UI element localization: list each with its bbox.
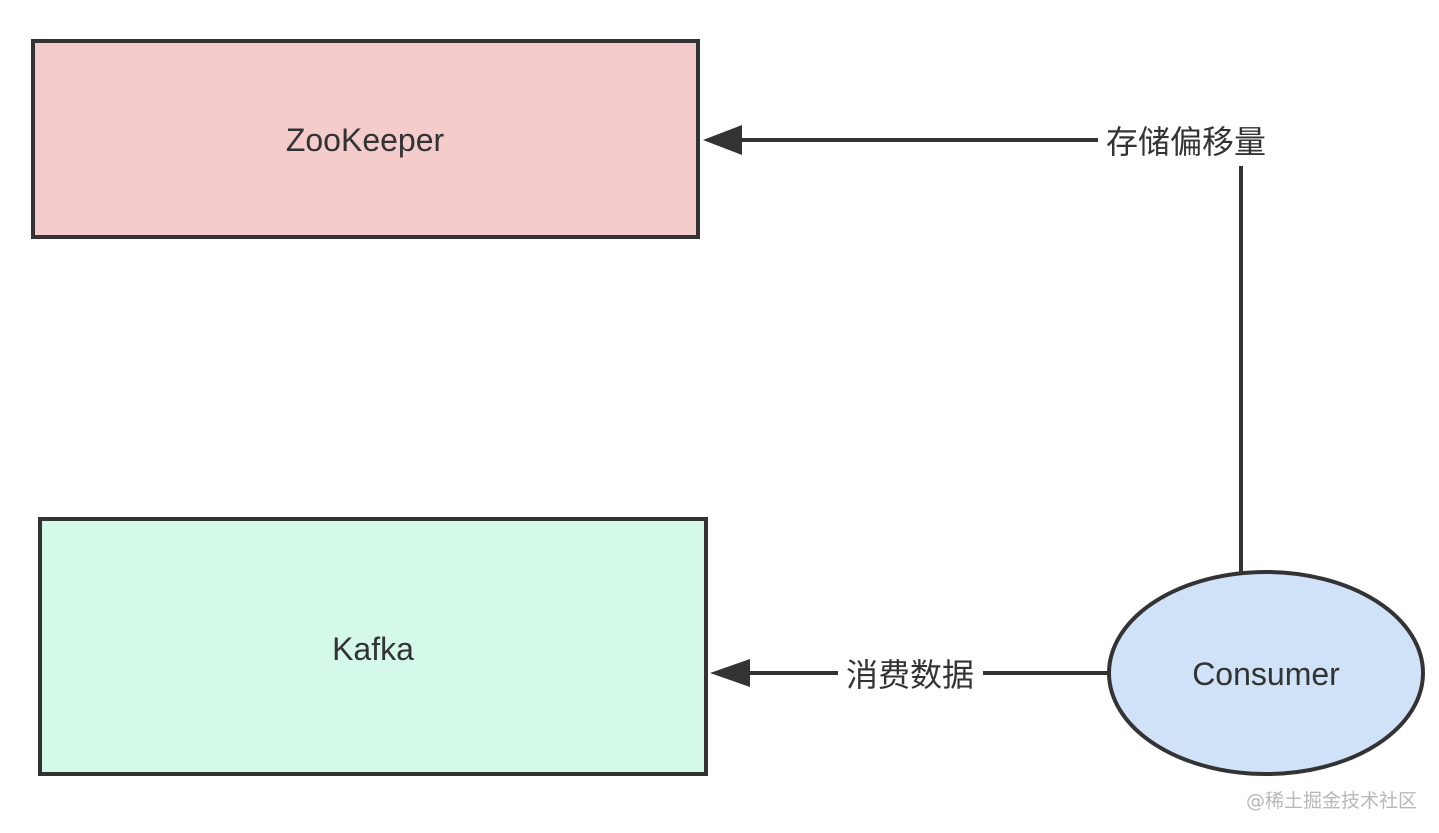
watermark: @稀土掘金技术社区 <box>1245 790 1417 812</box>
zookeeper-box <box>31 39 700 239</box>
kafka-label: Kafka <box>332 631 414 667</box>
edge-store-offset: 存储偏移量 <box>703 123 1266 572</box>
kafka-node[interactable]: Kafka <box>38 517 708 776</box>
kafka-box <box>38 517 708 776</box>
arrowhead-icon <box>710 659 750 687</box>
edge-store-offset-label: 存储偏移量 <box>1106 123 1266 161</box>
edge-consume-data-label: 消费数据 <box>846 656 974 694</box>
zookeeper-label: ZooKeeper <box>286 122 445 158</box>
consumer-node[interactable]: Consumer <box>1107 570 1425 776</box>
arrowhead-icon <box>703 125 742 155</box>
edge-consume-data: 消费数据 <box>710 656 1110 694</box>
zookeeper-node[interactable]: ZooKeeper <box>31 39 700 239</box>
consumer-label: Consumer <box>1192 656 1340 692</box>
